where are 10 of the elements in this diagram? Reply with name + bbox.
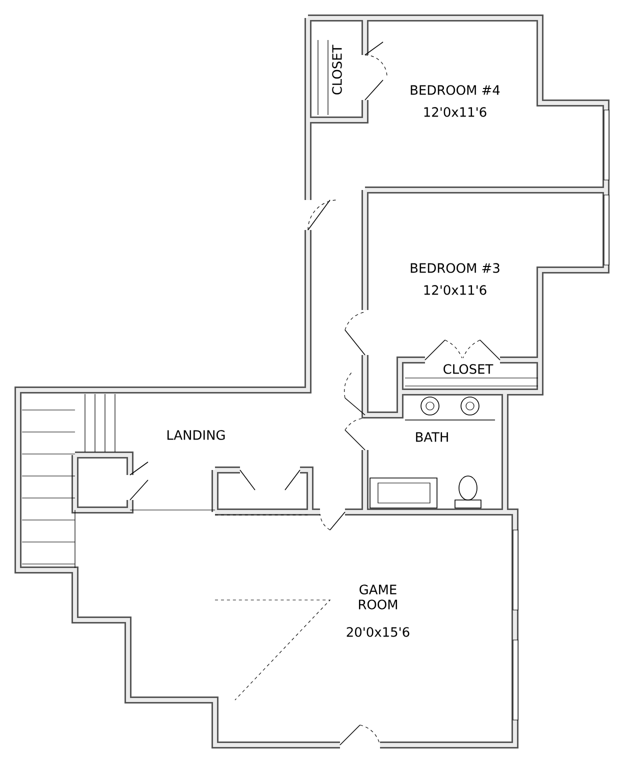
room-label: GAME ROOM: [358, 584, 397, 610]
room-label: CLOSET: [332, 44, 342, 94]
room-label: 12'0x11'6: [424, 107, 486, 117]
room-label: BEDROOM #4: [410, 85, 500, 95]
room-label: 12'0x11'6: [424, 285, 486, 295]
room-label: LANDING: [167, 430, 225, 440]
room-label: BEDROOM #3: [410, 263, 500, 273]
room-label: 20'0x15'6: [346, 627, 410, 637]
room-label: BATH: [416, 432, 448, 442]
room-label: CLOSET: [444, 364, 494, 374]
